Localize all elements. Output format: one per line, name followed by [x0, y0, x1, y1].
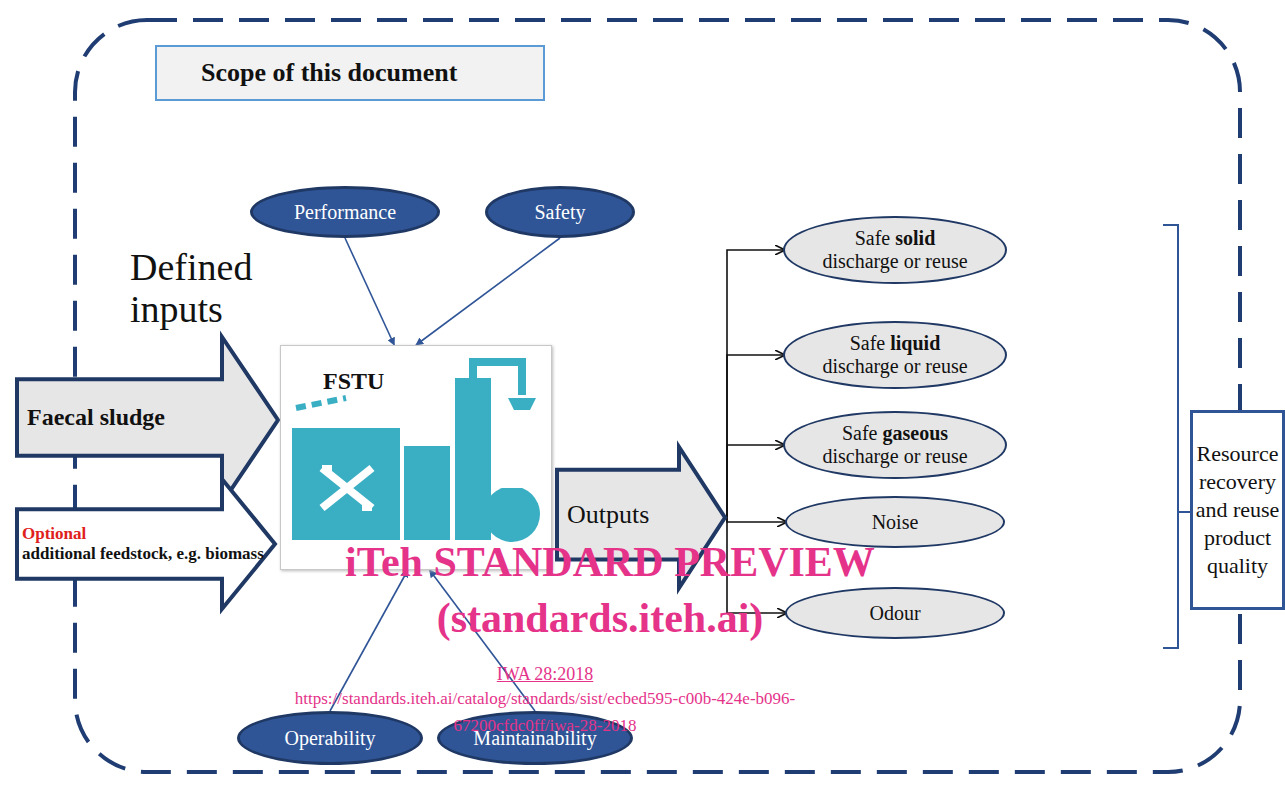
node-text: Odour — [869, 602, 920, 624]
node-text: Resource recovery and reuse product qual… — [1196, 441, 1280, 578]
connector — [727, 518, 786, 523]
text-group: Safegaseousdischarge or reuse — [822, 422, 967, 468]
connector — [727, 250, 784, 518]
connector — [727, 445, 784, 518]
output-ellipse: Safegaseousdischarge or reuse — [783, 411, 1007, 479]
watermark-url: 67200cfdc0ff/iwa-28-2018 — [330, 716, 760, 736]
node-text: Operability — [284, 727, 375, 749]
text-group: Odour — [869, 602, 920, 625]
connector — [345, 238, 394, 345]
criterion-ellipse: Safety — [485, 186, 635, 238]
node-text: Faecal sludge — [27, 404, 165, 431]
node-text: liquid — [890, 332, 940, 354]
quality-box: Resource recovery and reuse product qual… — [1190, 410, 1285, 610]
fstu-box: FSTU — [280, 345, 552, 570]
heading-box: Scope of this document — [155, 45, 545, 101]
node-text: additional feedstock, e.g. biomass — [22, 544, 264, 564]
arrow-text: Optionaladditional feedstock, e.g. bioma… — [22, 509, 269, 579]
node-text: Scope of this document — [201, 58, 457, 87]
watermark-url: https://standards.iteh.ai/catalog/standa… — [150, 689, 940, 709]
node-text: Outputs — [567, 500, 649, 530]
output-ellipse: Safeliquiddischarge or reuse — [783, 321, 1007, 389]
output-ellipse: Safesoliddischarge or reuse — [783, 216, 1007, 284]
connector — [416, 238, 560, 345]
node-text: gaseous — [882, 422, 948, 444]
output-ellipse: Odour — [785, 587, 1005, 639]
text-group: Operability — [284, 727, 375, 750]
text-group: Performance — [294, 201, 396, 224]
connector — [727, 355, 784, 518]
node-text: discharge or reuse — [822, 355, 967, 378]
input-arrow: Faecal sludge — [15, 335, 280, 505]
watermark: (standards.iteh.ai) — [300, 594, 900, 642]
criterion-ellipse: Performance — [250, 186, 440, 238]
fstu-illustration — [281, 346, 551, 569]
node-text: FSTU — [323, 368, 384, 395]
outputs-bracket — [1163, 225, 1192, 648]
node-text: Performance — [294, 201, 396, 223]
arrow-text: Faecal sludge — [27, 379, 272, 456]
watermark: iTeh STANDARD PREVIEW — [150, 538, 1070, 586]
node-text: Safety — [534, 201, 585, 223]
text-group: Noise — [872, 511, 919, 534]
text-group: Scope of this document — [201, 58, 457, 88]
input-heading: Defined inputs — [130, 246, 305, 330]
node-text: Optional — [22, 524, 86, 544]
node-text: solid — [895, 227, 935, 249]
node-text: Safe — [842, 422, 878, 444]
node-text: discharge or reuse — [822, 250, 967, 273]
node-text: Noise — [872, 511, 919, 533]
input-arrow: Optionaladditional feedstock, e.g. bioma… — [15, 477, 277, 611]
watermark-reference: IWA 28:2018 — [400, 664, 690, 685]
text-group: Resource recovery and reuse product qual… — [1195, 440, 1280, 580]
text-group: Safesoliddischarge or reuse — [822, 227, 967, 273]
node-text: Safe — [850, 332, 886, 354]
node-text: Safe — [855, 227, 891, 249]
text-group: Safety — [534, 201, 585, 224]
text-group: Safeliquiddischarge or reuse — [822, 332, 967, 378]
criterion-ellipse: Operability — [237, 711, 423, 765]
node-text: discharge or reuse — [822, 445, 967, 468]
